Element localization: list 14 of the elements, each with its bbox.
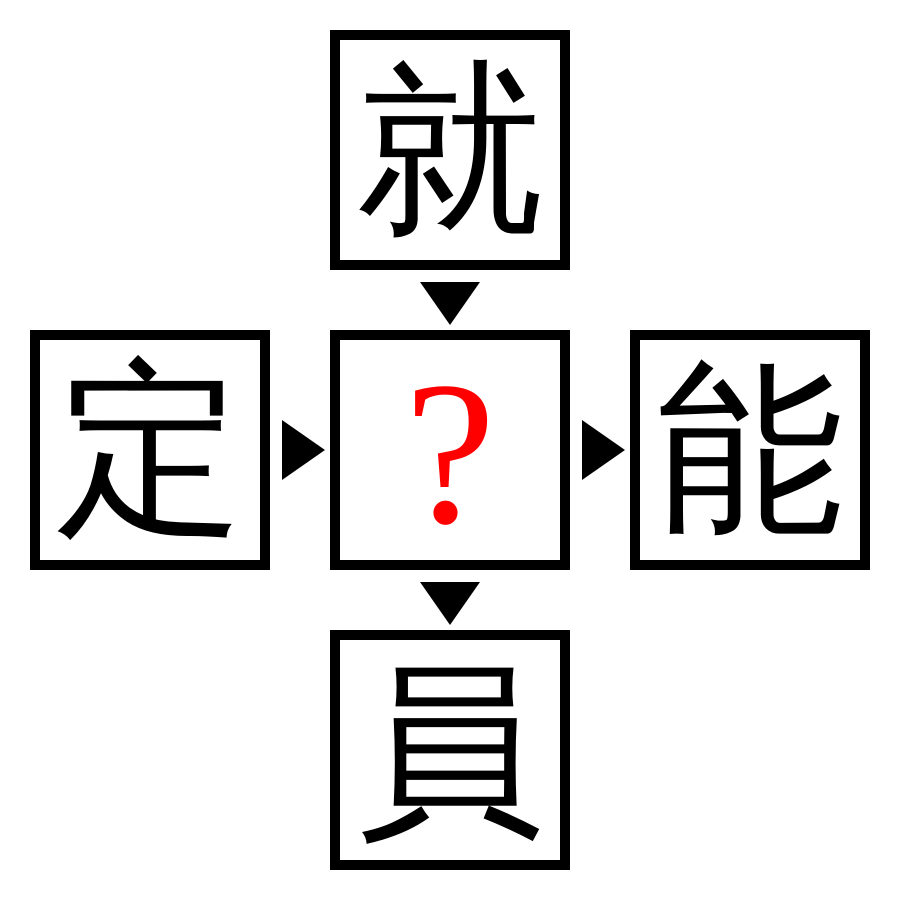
- kanji-character: 員: [356, 656, 544, 844]
- arrowhead: [582, 420, 625, 480]
- puzzle-box: [630, 330, 870, 570]
- puzzle-box: [330, 630, 570, 870]
- question-mark: ?: [404, 350, 496, 556]
- puzzle-box: [330, 330, 570, 570]
- puzzle-box: [30, 330, 270, 570]
- puzzle-box: [330, 30, 570, 270]
- arrowhead: [420, 282, 480, 325]
- arrowhead: [282, 420, 325, 480]
- kanji-character: 能: [656, 356, 844, 544]
- arrowhead: [420, 582, 480, 625]
- kanji-character: 就: [356, 56, 544, 244]
- kanji-character: 定: [56, 356, 244, 544]
